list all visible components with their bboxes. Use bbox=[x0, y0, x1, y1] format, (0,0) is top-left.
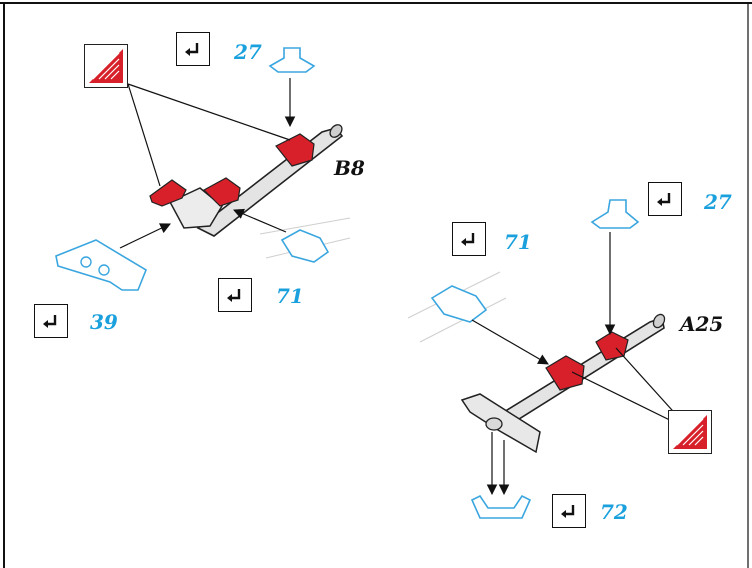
red-paint-swatch-icon bbox=[668, 410, 712, 454]
part-71-outline-a25 bbox=[430, 285, 488, 323]
part-number-27-a25: 27 bbox=[704, 190, 732, 214]
part-27-outline-a25 bbox=[590, 199, 640, 229]
part-27-outline-b8 bbox=[268, 47, 316, 73]
red-clamp-b8-top bbox=[275, 133, 315, 167]
lever-block-b8 bbox=[168, 187, 223, 229]
bend-arrow-icon bbox=[34, 304, 68, 338]
part-number-72: 72 bbox=[600, 500, 628, 524]
part-label-a25: A25 bbox=[680, 312, 724, 336]
part-number-71-b8: 71 bbox=[276, 284, 304, 308]
assembly-a25 bbox=[407, 199, 691, 519]
bend-arrow-icon bbox=[176, 32, 210, 66]
red-clamp-b8-mid bbox=[203, 177, 241, 207]
bend-arrow-icon bbox=[452, 222, 486, 256]
part-number-39: 39 bbox=[90, 310, 118, 334]
part-72-outline bbox=[470, 494, 532, 519]
part-71-outline-b8 bbox=[280, 229, 330, 263]
red-paint-swatch-icon bbox=[84, 44, 128, 88]
red-bracket-b8-left bbox=[149, 179, 187, 207]
bend-arrow-icon bbox=[552, 494, 586, 528]
part-39-outline bbox=[55, 239, 147, 291]
assembly-b8 bbox=[55, 47, 351, 291]
red-clamp-a25-mid bbox=[545, 355, 585, 391]
part-label-b8: B8 bbox=[334, 156, 365, 180]
part-number-27-b8: 27 bbox=[234, 40, 262, 64]
bend-arrow-icon bbox=[218, 278, 252, 312]
bend-arrow-icon bbox=[648, 182, 682, 216]
part-number-71-a25: 71 bbox=[504, 230, 532, 254]
